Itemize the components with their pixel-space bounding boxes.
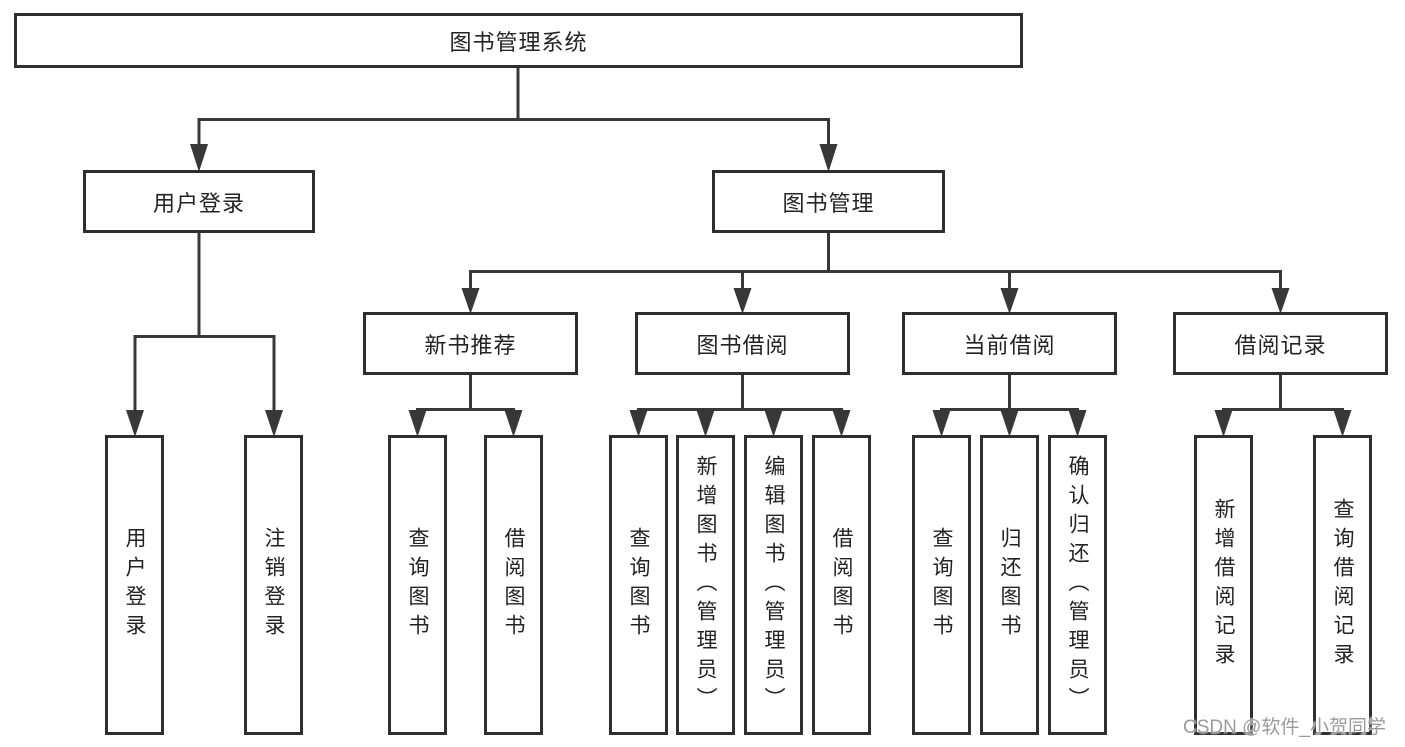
leaf-borrow-book-label: 借阅图书	[830, 527, 853, 643]
connector-current-borrow-to-leaves	[932, 373, 1087, 437]
node-book-borrow-label: 图书借阅	[696, 332, 789, 358]
arrowhead	[696, 410, 715, 437]
connector-book-borrow-to-leaves	[629, 373, 851, 437]
node-root-label: 图书管理系统	[449, 29, 588, 55]
arrowhead	[461, 288, 480, 314]
arrowhead	[1068, 410, 1087, 437]
node-root: 图书管理系统	[14, 13, 1023, 68]
leaf-query-book-current: 查询图书	[912, 435, 971, 735]
leaf-user-login-label: 用户登录	[123, 527, 146, 643]
leaf-return-book: 归还图书	[980, 435, 1039, 735]
arrowhead	[832, 410, 851, 437]
arrowhead	[504, 410, 523, 437]
leaf-add-borrow-record-label: 新增借阅记录	[1212, 498, 1235, 672]
leaf-query-book-recommend-label: 查询图书	[406, 527, 429, 643]
node-user-login-label: 用户登录	[152, 190, 245, 216]
arrowhead	[629, 410, 648, 437]
node-book-management: 图书管理	[712, 170, 945, 233]
connector-user-login-to-leaves	[126, 231, 283, 437]
node-current-borrow: 当前借阅	[902, 312, 1117, 375]
arrowhead	[1271, 288, 1290, 314]
arrowhead	[1333, 410, 1352, 437]
leaf-query-book-current-label: 查询图书	[930, 527, 953, 643]
leaf-query-book-borrow-label: 查询图书	[627, 527, 650, 643]
connector-book-management-to-level3	[461, 231, 1290, 314]
leaf-add-borrow-record: 新增借阅记录	[1194, 435, 1253, 735]
arrowhead	[190, 144, 208, 172]
arrowhead	[1000, 288, 1019, 314]
leaf-borrow-book: 借阅图书	[812, 435, 871, 735]
watermark: CSDN @软件_小贺同学	[1183, 717, 1386, 738]
connector-new-book-recommend-to-leaves	[408, 373, 523, 437]
arrowhead	[1000, 410, 1019, 437]
arrowhead	[764, 410, 783, 437]
arrowhead	[265, 410, 283, 437]
arrowhead	[126, 410, 144, 437]
leaf-edit-book-admin-label: 编辑图书（管理员）	[762, 454, 785, 716]
node-current-borrow-label: 当前借阅	[963, 332, 1056, 358]
leaf-query-borrow-record: 查询借阅记录	[1313, 435, 1372, 735]
leaf-user-login: 用户登录	[105, 435, 164, 735]
node-new-book-recommend: 新书推荐	[363, 312, 578, 375]
leaf-borrow-book-recommend: 借阅图书	[484, 435, 543, 735]
node-book-borrow: 图书借阅	[635, 312, 850, 375]
leaf-borrow-book-recommend-label: 借阅图书	[502, 527, 525, 643]
connector-borrow-records-to-leaves	[1214, 373, 1352, 437]
leaf-add-book-admin: 新增图书（管理员）	[676, 435, 735, 735]
leaf-return-book-label: 归还图书	[998, 527, 1021, 643]
arrowhead	[819, 144, 838, 172]
leaf-add-book-admin-label: 新增图书（管理员）	[694, 454, 717, 716]
arrowhead	[1214, 410, 1233, 437]
node-user-login: 用户登录	[83, 170, 315, 233]
leaf-query-book-recommend: 查询图书	[388, 435, 447, 735]
leaf-logout: 注销登录	[244, 435, 303, 735]
arrowhead	[932, 410, 951, 437]
arrowhead	[733, 288, 752, 314]
node-new-book-recommend-label: 新书推荐	[424, 332, 517, 358]
leaf-edit-book-admin: 编辑图书（管理员）	[744, 435, 803, 735]
leaf-confirm-return-admin-label: 确认归还（管理员）	[1066, 454, 1089, 716]
node-borrow-records-label: 借阅记录	[1234, 332, 1327, 358]
node-borrow-records: 借阅记录	[1173, 312, 1388, 375]
leaf-logout-label: 注销登录	[262, 527, 285, 643]
arrowhead	[408, 410, 427, 437]
leaf-confirm-return-admin: 确认归还（管理员）	[1048, 435, 1107, 735]
leaf-query-borrow-record-label: 查询借阅记录	[1331, 498, 1354, 672]
leaf-query-book-borrow: 查询图书	[609, 435, 668, 735]
node-book-management-label: 图书管理	[782, 190, 875, 216]
connector-root-to-level2	[190, 66, 838, 172]
